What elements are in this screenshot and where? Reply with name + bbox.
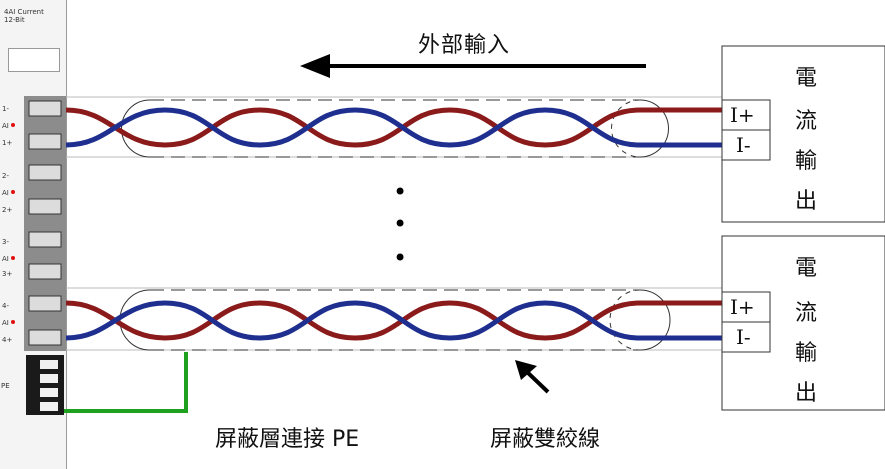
shield-bottom-left-cap — [119, 289, 151, 351]
ch4-minus-label: 4- — [2, 302, 9, 310]
output-2-char-4: 出 — [795, 381, 818, 406]
pe-terminal-label: PE — [1, 382, 10, 390]
ch4-plus-label: 4+ — [2, 336, 13, 344]
pe-slot-4 — [40, 402, 58, 411]
module-title: 4AI Current 12-Bit — [4, 8, 62, 24]
shield-connection-label: 屏蔽層連接 PE — [215, 427, 360, 452]
output-1-char-3: 輸 — [795, 149, 818, 174]
output-2-char-1: 電 — [795, 256, 818, 281]
top-red-wire — [65, 107, 722, 148]
shield-top-right-inner — [611, 99, 641, 158]
status-dot-2 — [11, 190, 15, 194]
terminal-3-minus — [28, 231, 62, 248]
external-input-arrow-head — [300, 54, 330, 78]
shield-bottom-right-cap — [639, 289, 671, 351]
module-top-slot — [8, 48, 60, 72]
terminal-1-minus — [28, 100, 62, 117]
output-1-plus-terminal — [721, 99, 771, 131]
terminal-3-plus — [28, 263, 62, 280]
terminal-2-plus — [28, 198, 62, 215]
shield-bottom-right-inner — [609, 289, 641, 351]
status-dot-3 — [11, 256, 15, 260]
output-1-char-2: 流 — [795, 109, 818, 134]
module-title-line1: 4AI Current — [4, 8, 44, 16]
output-2-char-2: 流 — [795, 301, 818, 326]
output-2-plus-terminal — [721, 291, 771, 323]
bottom-blue-wire — [65, 300, 722, 341]
ch2-ai-label: AI — [2, 189, 9, 197]
terminal-4-minus — [28, 295, 62, 312]
ellipsis-dot-3: • — [393, 244, 408, 272]
module-title-line2: 12-Bit — [4, 16, 25, 24]
ch1-plus-label: 1+ — [2, 139, 13, 147]
output-1-char-1: 電 — [795, 66, 818, 91]
bottom-red-wire — [65, 300, 722, 341]
terminal-1-plus — [28, 133, 62, 150]
output-1-minus-label: I- — [736, 133, 751, 157]
shield-bottom-dashes — [150, 289, 640, 351]
twisted-pair-label: 屏蔽雙絞線 — [490, 427, 601, 452]
top-blue-wire — [65, 107, 722, 148]
output-1-char-4: 出 — [795, 189, 818, 214]
pe-slot-3 — [40, 388, 58, 397]
status-dot-1 — [11, 123, 15, 127]
pe-slot-1 — [40, 360, 58, 369]
output-2-char-3: 輸 — [795, 341, 818, 366]
cable-pointer-head — [515, 360, 537, 380]
cable-pointer-shaft — [523, 368, 550, 394]
ch1-ai-label: AI — [2, 122, 9, 130]
terminal-4-plus — [28, 329, 62, 346]
output-1-minus-terminal — [721, 129, 771, 161]
ch2-minus-label: 2- — [2, 172, 9, 180]
ch3-minus-label: 3- — [2, 238, 9, 246]
pe-slot-2 — [40, 374, 58, 383]
output-2-plus-label: I+ — [730, 295, 755, 319]
status-dot-4 — [11, 320, 15, 324]
terminal-2-minus — [28, 164, 62, 181]
output-2-minus-label: I- — [736, 325, 751, 349]
output-1-plus-label: I+ — [730, 103, 755, 127]
shield-ground-wire — [64, 352, 188, 413]
shield-top-right-cap — [639, 99, 669, 158]
ch3-plus-label: 3+ — [2, 270, 13, 278]
external-input-label: 外部輸入 — [418, 33, 511, 58]
ellipsis-dot-2: • — [393, 210, 408, 238]
ch2-plus-label: 2+ — [2, 206, 13, 214]
ch4-ai-label: AI — [2, 319, 9, 327]
shield-top-dashes — [150, 99, 640, 158]
output-2-minus-terminal — [721, 321, 771, 353]
ch3-ai-label: AI — [2, 255, 9, 263]
shield-top-left-cap — [121, 99, 151, 158]
ellipsis-dot-1: • — [393, 178, 408, 206]
ch1-minus-label: 1- — [2, 105, 9, 113]
